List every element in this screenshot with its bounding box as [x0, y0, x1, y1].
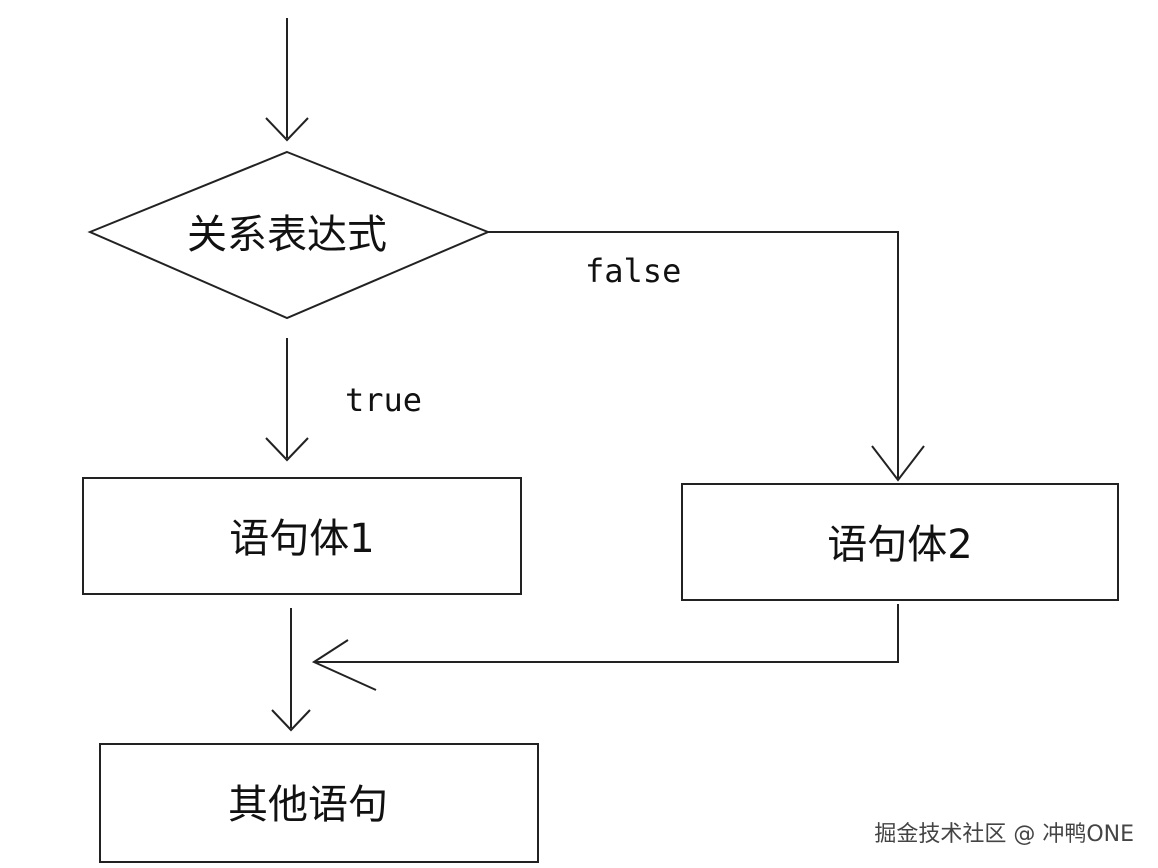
statement1-label: 语句体1 [229, 516, 374, 562]
false-label: false [585, 252, 681, 290]
other-statements-box [99, 743, 539, 863]
other-statements-label: 其他语句 [228, 782, 388, 828]
merge-arrow [311, 604, 899, 691]
statement2-label: 语句体2 [827, 522, 972, 568]
true-arrow [265, 338, 309, 462]
statement2-box [681, 483, 1119, 601]
entry-arrow [265, 18, 309, 142]
false-arrow [488, 231, 925, 482]
exit-arrow [271, 608, 311, 732]
decision-label: 关系表达式 [187, 212, 387, 258]
decision-diamond [87, 150, 491, 320]
true-label: true [345, 381, 422, 419]
watermark: 掘金技术社区 @ 冲鸭ONE [874, 822, 1134, 847]
statement1-box [82, 477, 522, 595]
